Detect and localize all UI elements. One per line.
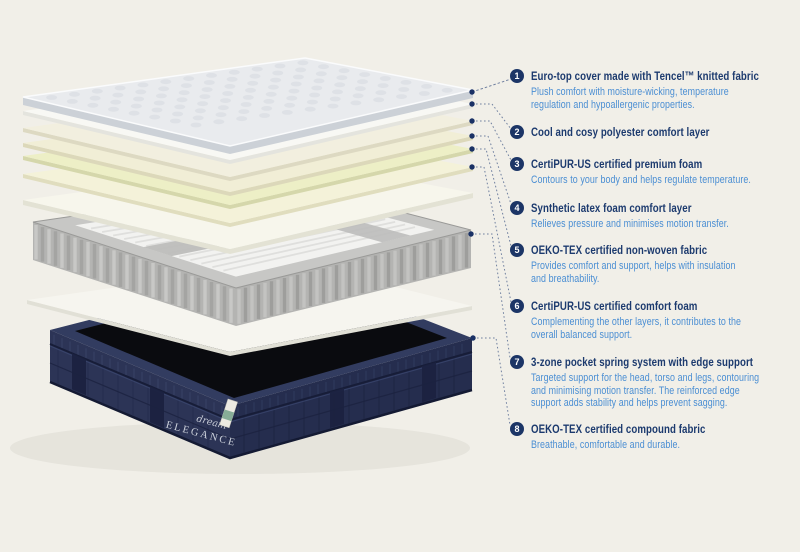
annotation-item-1: 1 Euro-top cover made with Tencel™ knitt…: [510, 69, 797, 111]
annotation-badge-7: 7: [510, 355, 524, 369]
leader-line-6: [472, 166, 512, 303]
annotation-item-5: 5 OEKO-TEX certified non-woven fabric Pr…: [510, 243, 797, 285]
annotation-badge-1: 1: [510, 69, 524, 83]
latex-side: [23, 136, 473, 196]
wash-tag: [219, 398, 238, 429]
annotation-description-8: Breathable, comfortable and durable.: [531, 439, 681, 451]
annotation-title-7: 3-zone pocket spring system with edge su…: [531, 355, 754, 369]
leader-line-5: [472, 148, 512, 247]
leader-line-7: [471, 233, 511, 359]
annotation-badge-2: 2: [510, 125, 524, 139]
spring-right-face: [236, 230, 471, 326]
cover-side: [23, 90, 473, 154]
layer-dot-8: [470, 335, 476, 341]
leader-lines: [468, 78, 512, 426]
annotation-description-5: Provides comfort and support, helps with…: [531, 260, 736, 285]
annotation-title-8: OEKO-TEX certified compound fabric: [531, 422, 706, 436]
leader-line-2: [472, 103, 512, 130]
annotation-description-3: Contours to your body and helps regulate…: [531, 174, 751, 186]
annotation-description-6: Complementing the other layers, it contr…: [531, 316, 742, 341]
annotation-title-4: Synthetic latex foam comfort layer: [531, 201, 692, 215]
layer-dot-2: [469, 101, 475, 107]
polyester-side: [23, 104, 473, 164]
annotation-item-6: 6 CertiPUR-US certified comfort foam Com…: [510, 299, 797, 341]
annotation-title-3: CertiPUR-US certified premium foam: [531, 157, 703, 171]
layer-dot-4: [469, 133, 475, 139]
annotation-item-8: 8 OEKO-TEX certified compound fabric Bre…: [510, 422, 797, 452]
transition-foam-side: [23, 193, 473, 254]
annotation-item-4: 4 Synthetic latex foam comfort layer Rel…: [510, 201, 797, 231]
premium-foam-side: [23, 121, 473, 181]
base-bottom-binding: [49, 380, 473, 460]
annotation-badge-8: 8: [510, 422, 524, 436]
layer-dot-3: [469, 118, 475, 124]
annotation-title-1: Euro-top cover made with Tencel™ knitted…: [531, 69, 759, 83]
comfort-foam-side: [23, 167, 473, 227]
annotation-item-7: 7 3-zone pocket spring system with edge …: [510, 355, 797, 410]
annotation-item-2: 2 Cool and cosy polyester comfort layer: [510, 125, 797, 142]
leader-line-4: [472, 135, 512, 205]
leader-line-1: [471, 78, 512, 93]
layer-dot-1: [469, 89, 475, 95]
layer-dot-7: [468, 231, 474, 237]
annotation-badge-5: 5: [510, 243, 524, 257]
non-woven-side: [23, 149, 473, 209]
annotation-title-6: CertiPUR-US certified comfort foam: [531, 299, 698, 313]
annotation-description-7: Targeted support for the head, torso and…: [531, 372, 760, 410]
annotation-badge-4: 4: [510, 201, 524, 215]
annotation-description-1: Plush comfort with moisture-wicking, tem…: [531, 86, 729, 111]
euro-top-cover-layer: [22, 57, 474, 154]
annotation-title-5: OEKO-TEX certified non-woven fabric: [531, 243, 708, 257]
annotation-badge-6: 6: [510, 299, 524, 313]
layer-dot-5: [469, 146, 475, 152]
layer-dot-6: [469, 164, 475, 170]
annotation-badge-3: 3: [510, 157, 524, 171]
annotation-description-4: Relieves pressure and minimises motion t…: [531, 218, 729, 230]
annotation-item-3: 3 CertiPUR-US certified premium foam Con…: [510, 157, 797, 187]
annotation-title-2: Cool and cosy polyester comfort layer: [531, 125, 710, 139]
